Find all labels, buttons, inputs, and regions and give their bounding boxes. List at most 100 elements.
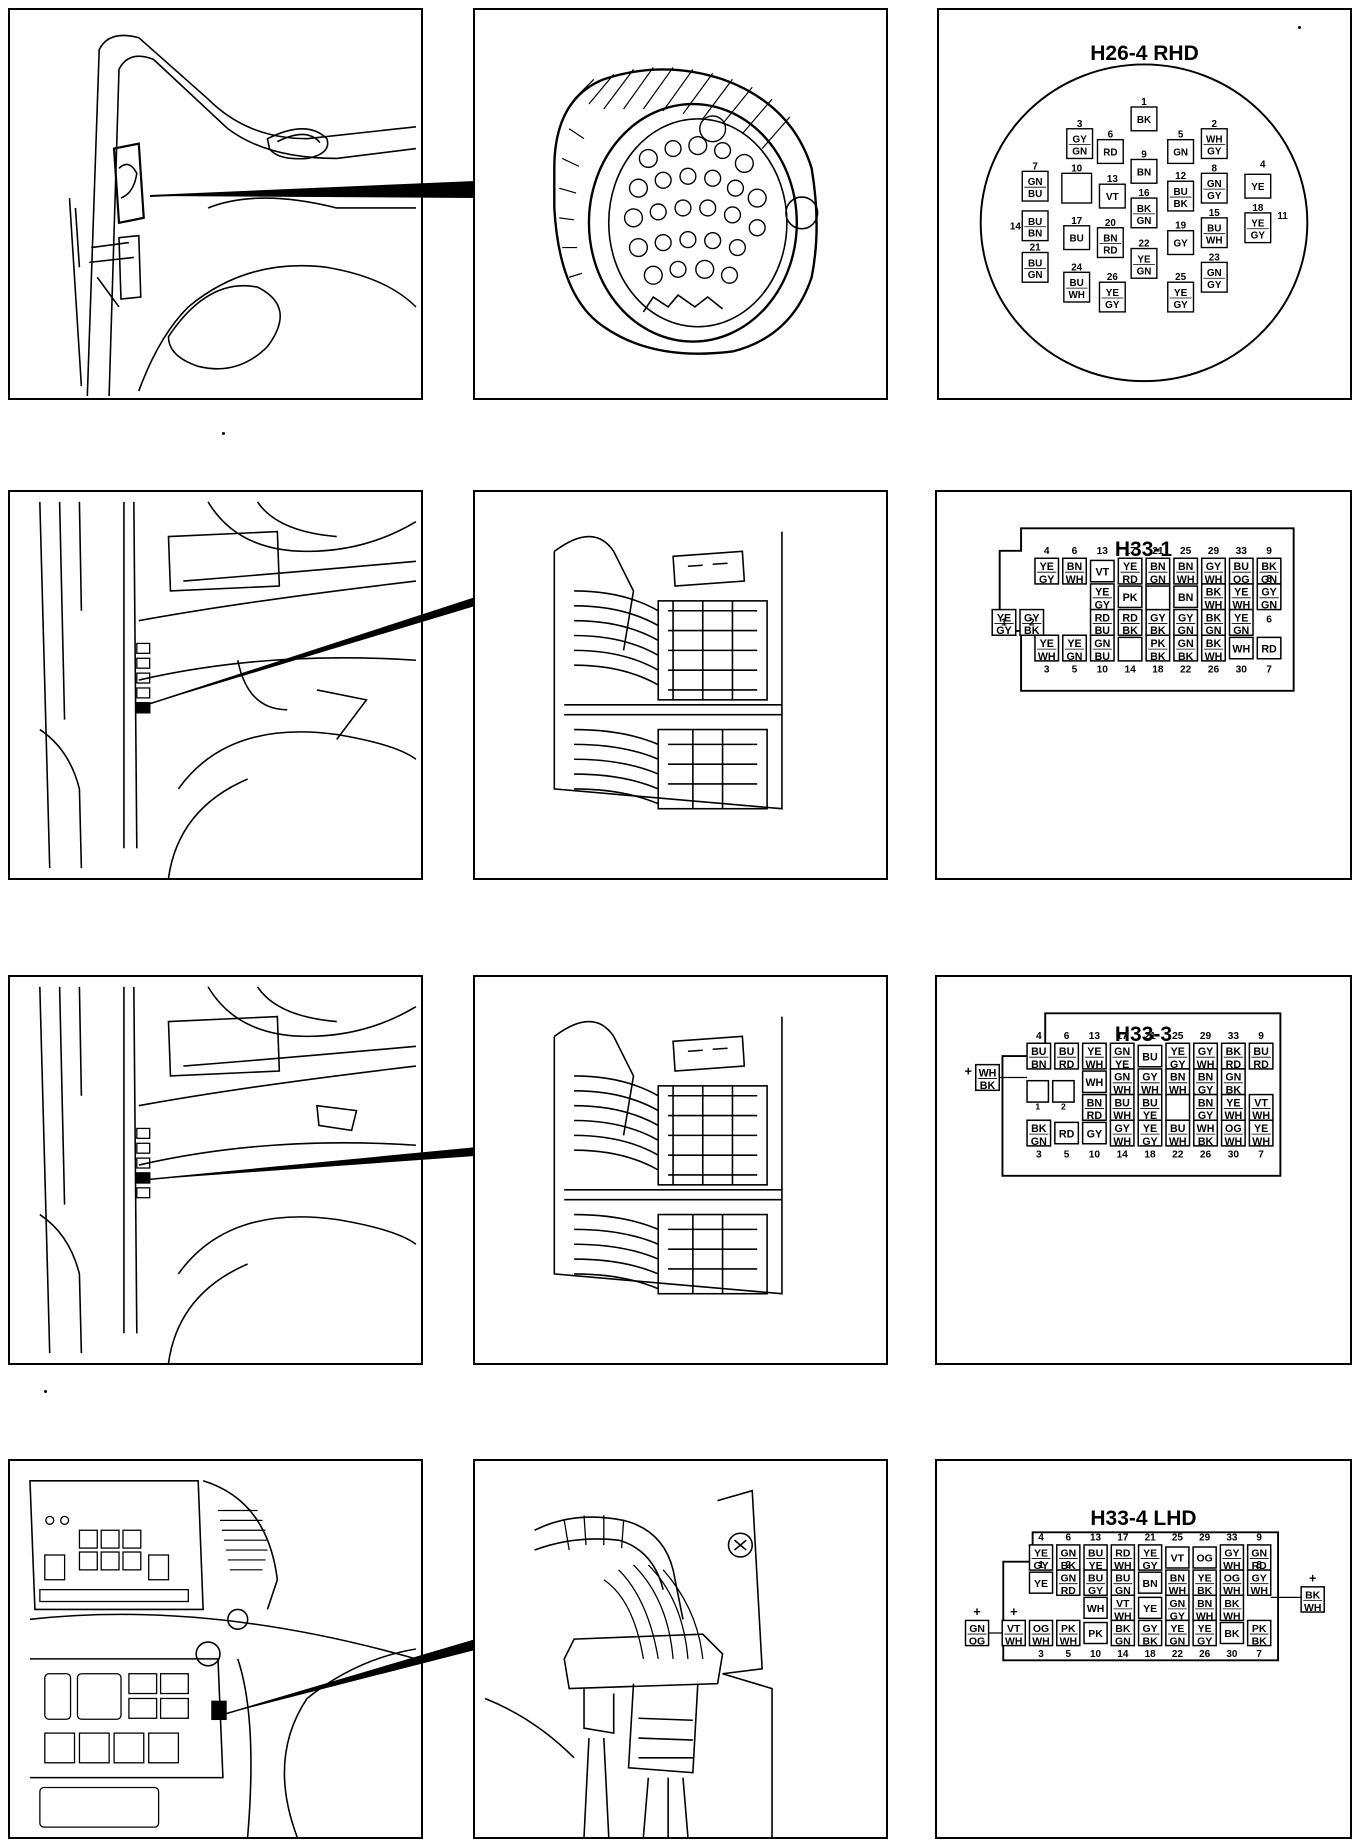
- pin-cell: [1137, 1544, 1163, 1571]
- pin-color-code: YE: [1234, 612, 1248, 624]
- pin-color-code: BN: [1031, 1059, 1046, 1071]
- pin-cell: [1228, 608, 1254, 636]
- pin-empty: [1145, 585, 1171, 611]
- pin-color-code: WH: [1113, 1110, 1131, 1122]
- pin-color-code: OG: [1197, 1554, 1213, 1565]
- pin-cell: [1137, 1044, 1163, 1068]
- pin-cell: [1056, 1569, 1081, 1596]
- pin-color-code: WH: [1066, 574, 1084, 586]
- pin-color-code: BK: [1224, 1629, 1240, 1640]
- pin-cell: [1089, 634, 1115, 662]
- pin-number: 30: [1236, 665, 1248, 676]
- pin-color-code: GN: [1207, 179, 1222, 190]
- pin-color-code: GY: [1178, 612, 1193, 624]
- pin-color-code: GN: [1170, 1599, 1186, 1610]
- pin-number: 24: [1071, 262, 1082, 273]
- pin-color-code: BU: [1142, 1051, 1158, 1063]
- pin-number: 16: [1139, 188, 1150, 199]
- pin-number: 2: [1029, 618, 1035, 629]
- pin-color-code: YE: [1170, 1624, 1184, 1635]
- pin-color-code: GN: [1115, 1637, 1131, 1648]
- pin-color-code: GN: [1028, 270, 1043, 281]
- pin-color-code: BK: [1143, 1637, 1159, 1648]
- pin-cell: [1110, 1619, 1136, 1647]
- pin-color-code: GN: [1178, 638, 1194, 650]
- pin-color-code: BU: [1234, 561, 1250, 573]
- pin-number: 8: [1212, 163, 1218, 174]
- pin-color-code: GY: [1251, 231, 1266, 242]
- pin-cell: [1081, 1042, 1107, 1070]
- pin-color-code: YE: [1137, 254, 1151, 265]
- pin-color-code: BK: [1137, 115, 1152, 126]
- pin-color-code: GN: [1060, 1574, 1076, 1585]
- pin-number: 21: [1144, 1031, 1156, 1042]
- pin-color-code: BU: [1142, 1097, 1158, 1109]
- pin-color-code: YE: [1174, 288, 1188, 299]
- pin-color-code: GN: [1178, 625, 1194, 637]
- pin-number: 14: [1124, 665, 1136, 676]
- pin-cell: [1054, 1042, 1080, 1070]
- pin-color-code: WH: [1169, 1136, 1187, 1148]
- pin-cell: [1026, 1119, 1052, 1147]
- pin-22: [1130, 247, 1158, 279]
- pin-color-code: WH: [1087, 1604, 1104, 1615]
- pin-color-code: WH: [1114, 1611, 1131, 1622]
- pin-number: 12: [1175, 171, 1186, 182]
- pin-color-code: GN: [1114, 1072, 1130, 1084]
- pin-color-code: WH: [1177, 574, 1195, 586]
- pin-color-code: BK: [1178, 651, 1194, 663]
- pin-cell: [1019, 608, 1045, 636]
- connector-photo-3: [473, 975, 888, 1365]
- pin-color-code: RD: [1252, 1561, 1268, 1572]
- pin-cell: [1173, 557, 1199, 585]
- pin-number: 1: [1035, 1102, 1040, 1112]
- pin-color-code: BU: [1031, 1046, 1047, 1058]
- pin-color-code: GY: [1170, 1059, 1185, 1071]
- pin-color-code: GY: [1173, 300, 1188, 311]
- pin-number: 21: [1152, 546, 1164, 557]
- pin-number: 1: [1141, 97, 1147, 108]
- connector-outline: [979, 63, 1309, 383]
- pin-color-code: OG: [1033, 1624, 1049, 1635]
- pin-cell: [1026, 1042, 1052, 1070]
- pin-color-code: BU: [1095, 625, 1111, 637]
- pin-color-code: YE: [1095, 587, 1109, 599]
- pin-number: 7: [1258, 1150, 1264, 1161]
- pin-color-code: GY: [1207, 147, 1222, 158]
- pin-color-code: YE: [1115, 1059, 1129, 1071]
- pin-color-code: WH: [1196, 1611, 1213, 1622]
- pin-13: [1098, 183, 1126, 209]
- pin-color-code: GN: [1137, 216, 1152, 227]
- pin-color-code: PK: [1123, 592, 1138, 604]
- pin-color-code: WH: [1032, 1637, 1049, 1648]
- pin-color-code: GN: [1115, 1586, 1131, 1597]
- plus-sign: +: [965, 1063, 972, 1078]
- pin-cell: [1056, 1619, 1081, 1647]
- pin-cell: [1137, 1119, 1163, 1147]
- pin-number: 22: [1172, 1150, 1184, 1161]
- pin-number: 9: [1258, 1031, 1264, 1042]
- pin-19: [1167, 230, 1195, 256]
- pin-8: [1200, 172, 1228, 204]
- side-pin: [974, 1063, 1001, 1092]
- pin-cell: [1062, 557, 1088, 585]
- pin-color-code: GN: [1031, 1136, 1047, 1148]
- pin-color-code: GN: [1170, 1637, 1186, 1648]
- pin-cell: [1248, 1042, 1274, 1070]
- pin-number: 4: [1036, 1031, 1042, 1042]
- pin-color-code: GN: [1137, 266, 1152, 277]
- pin-color-code: GY: [1024, 612, 1039, 624]
- pin-number: 26: [1199, 1649, 1211, 1660]
- diagram-title: H33-3: [1114, 1023, 1173, 1046]
- pin-color-code: VT: [1254, 1097, 1268, 1109]
- pin-color-code: YE: [1171, 1046, 1185, 1058]
- pin-number: 14: [1117, 1150, 1129, 1161]
- pin-number: 18: [1144, 1150, 1156, 1161]
- pin-number: 6: [1072, 546, 1078, 557]
- pin-24: [1063, 271, 1091, 303]
- pin-color-code: WH: [1250, 1586, 1267, 1597]
- pin-7: [1021, 170, 1049, 202]
